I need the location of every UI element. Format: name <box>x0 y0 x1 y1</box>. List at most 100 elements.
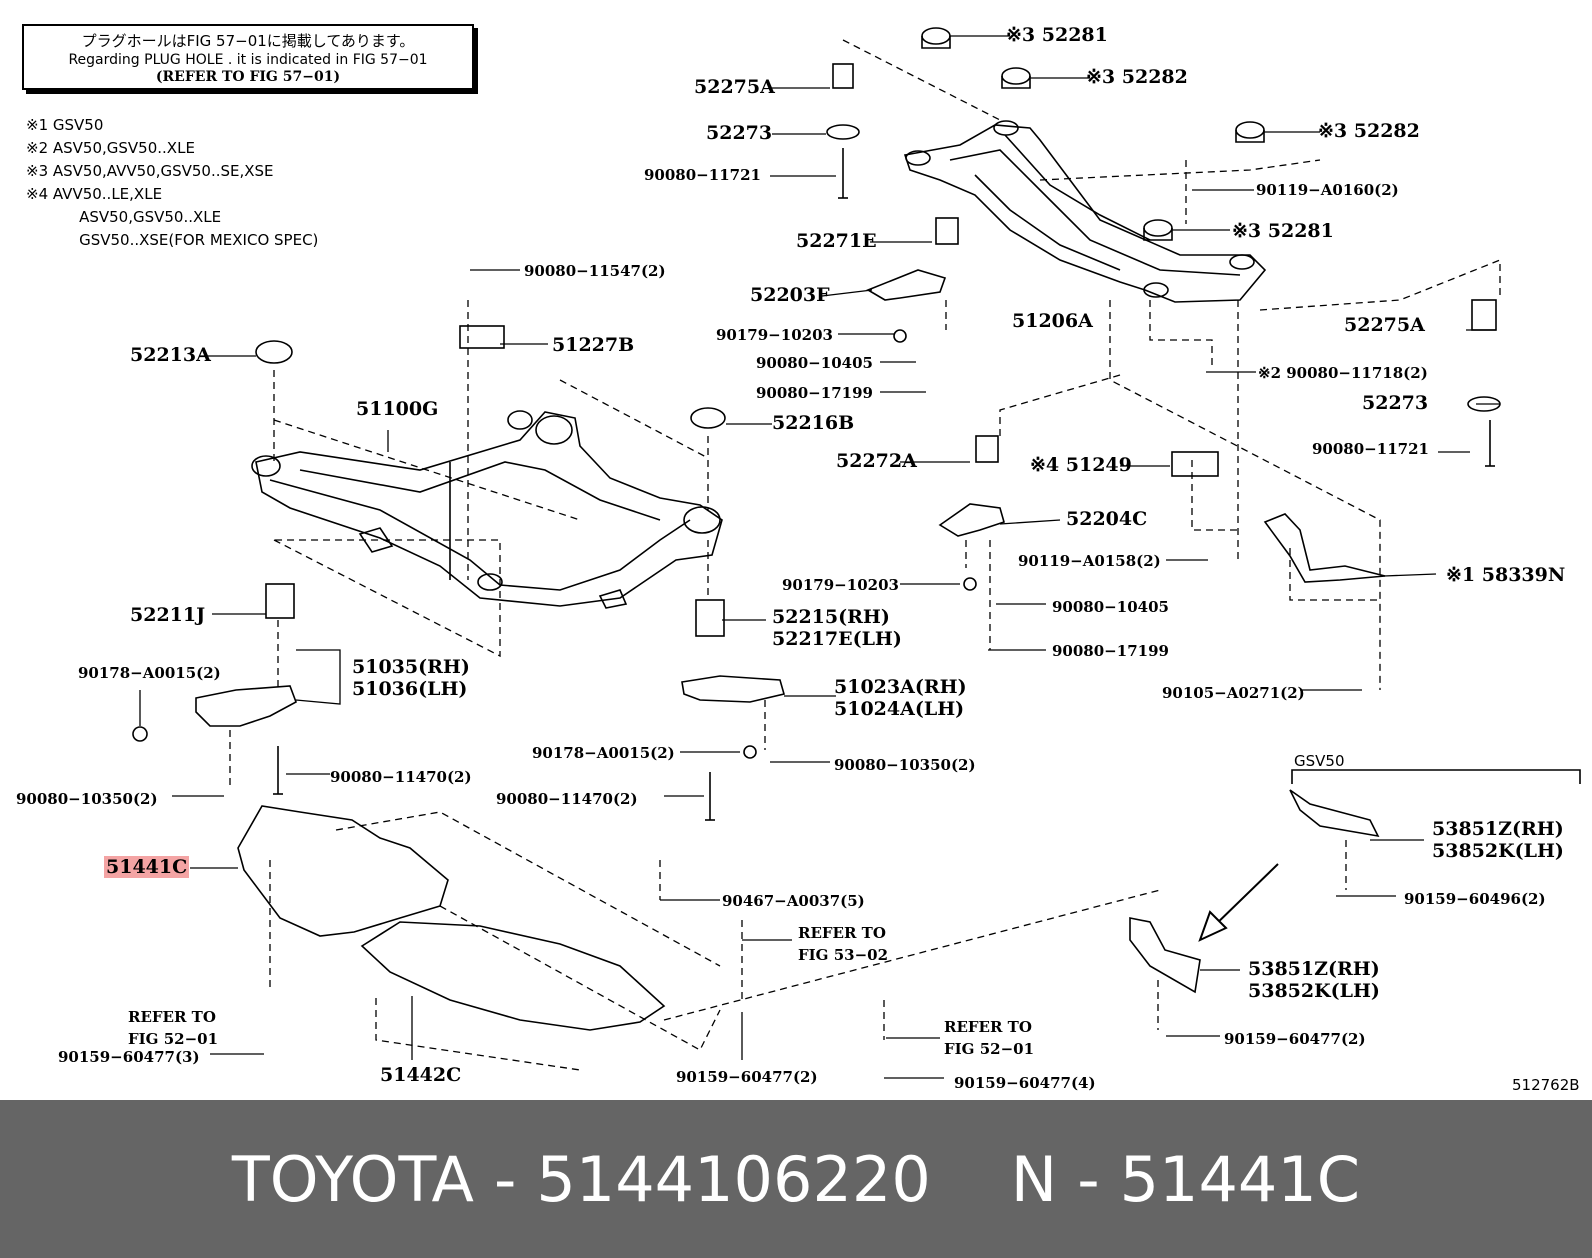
refer-text: REFER TO <box>944 1018 1032 1036</box>
part-label-51023a[interactable]: 51023A(RH) 51024A(LH) <box>834 676 967 720</box>
cover-51441c-drawing <box>237 805 449 937</box>
part-label-90179-10203-b[interactable]: 90179−10203 <box>782 576 899 594</box>
note-line-1: プラグホールはFIG 57−01に掲載してあります。 <box>81 32 415 50</box>
part-label-51035[interactable]: 51035(RH) 51036(LH) <box>352 656 470 700</box>
part-label-53851z-rh: 53851Z(RH) <box>1432 818 1564 840</box>
bracket-52203f-drawing <box>866 269 947 301</box>
part-label-52272a[interactable]: 52272A <box>836 450 917 472</box>
part-label-90080-17199-a[interactable]: 90080−17199 <box>756 384 873 402</box>
figure-code: 512762B <box>1512 1076 1580 1094</box>
n-marker: N <box>1010 1142 1058 1216</box>
part-label-90080-11718[interactable]: ※2 90080−11718(2) <box>1258 364 1428 382</box>
part-label-90159-60496[interactable]: 90159−60496(2) <box>1404 890 1546 908</box>
part-label-52273-right[interactable]: 52273 <box>1362 392 1429 414</box>
refer-fig-53-02[interactable]: REFER TO FIG 53−02 <box>798 922 888 966</box>
note-line-3: (REFER TO FIG 57−01) <box>155 69 341 85</box>
legend-item: ※2 ASV50,GSV50..XLE <box>26 139 195 157</box>
part-label-90178-a0015-b[interactable]: 90178−A0015(2) <box>532 744 675 762</box>
part-label-52203f[interactable]: 52203F <box>750 284 830 306</box>
reference-code: 51441C <box>1119 1142 1361 1216</box>
part-label-52282-top[interactable]: ※3 52282 <box>1086 66 1188 88</box>
part-label-90105-a0271[interactable]: 90105−A0271(2) <box>1162 684 1305 702</box>
part-label-90119-a0158[interactable]: 90119−A0158(2) <box>1018 552 1161 570</box>
part-label-52211j[interactable]: 52211J <box>130 604 206 626</box>
refer-text: REFER TO <box>128 1008 216 1026</box>
part-label-51035-rh: 51035(RH) <box>352 656 470 678</box>
part-label-90080-10350-b[interactable]: 90080−10350(2) <box>834 756 976 774</box>
part-label-90080-11547[interactable]: 90080−11547(2) <box>524 262 666 280</box>
part-label-51442c[interactable]: 51442C <box>380 1064 462 1086</box>
part-label-90467-a0037[interactable]: 90467−A0037(5) <box>722 892 865 910</box>
subframe-51100g-drawing <box>251 410 723 609</box>
legend-item: ※4 AVV50..LE,XLE <box>26 185 163 203</box>
part-label-90159-60477-mid[interactable]: 90159−60477(2) <box>676 1068 818 1086</box>
separator: - <box>1077 1142 1100 1216</box>
model-legend: ※1 GSV50 ※2 ASV50,GSV50..XLE ※3 ASV50,AV… <box>26 114 318 252</box>
parts-diagram: プラグホールはFIG 57−01に掲載してあります。 Regarding PLU… <box>16 24 1581 1094</box>
refer-fig-52-01-left[interactable]: REFER TO FIG 52−01 <box>128 1006 218 1050</box>
legend-item: ※3 ASV50,AVV50,GSV50..SE,XSE <box>26 162 274 180</box>
part-label-90179-10203-a[interactable]: 90179−10203 <box>716 326 833 344</box>
refer-text: REFER TO <box>798 924 886 942</box>
part-label-52275a-left[interactable]: 52275A <box>694 76 775 98</box>
part-label-90080-11470-b[interactable]: 90080−11470(2) <box>496 790 638 808</box>
part-label-51206a[interactable]: 51206A <box>1012 310 1093 332</box>
part-label-90080-17199-b[interactable]: 90080−17199 <box>1052 642 1169 660</box>
part-label-52271e[interactable]: 52271E <box>796 230 877 252</box>
part-label-52213a[interactable]: 52213A <box>130 344 211 366</box>
part-label-51249[interactable]: ※4 51249 <box>1030 454 1132 476</box>
part-label-52204c[interactable]: 52204C <box>1066 508 1148 530</box>
separator: - <box>493 1142 517 1216</box>
part-label-90080-10405-b[interactable]: 90080−10405 <box>1052 598 1169 616</box>
part-label-53851z-b[interactable]: 53851Z(RH) 53852K(LH) <box>1248 958 1380 1002</box>
gsv50-group-label: GSV50 <box>1294 752 1345 770</box>
part-label-52215-rh: 52215(RH) <box>772 606 890 628</box>
legend-item: GSV50..XSE(FOR MEXICO SPEC) <box>60 231 319 249</box>
legend-item: ※1 GSV50 <box>26 116 104 134</box>
part-label-51024a-lh: 51024A(LH) <box>834 698 965 720</box>
part-label-51100g[interactable]: 51100G <box>356 398 439 420</box>
bracket-51035-drawing <box>195 685 297 727</box>
part-label-90119-a0160[interactable]: 90119−A0160(2) <box>1256 181 1399 199</box>
refer-fig-52-01-right[interactable]: REFER TO FIG 52−01 <box>944 1016 1034 1060</box>
part-label-90159-60477-4[interactable]: 90159−60477(4) <box>954 1074 1096 1092</box>
part-label-51036-lh: 51036(LH) <box>352 678 468 700</box>
part-label-90080-11721-left[interactable]: 90080−11721 <box>644 166 761 184</box>
part-label-53852k-lh: 53852K(LH) <box>1248 980 1380 1002</box>
part-label-51441c-highlighted[interactable]: 51441C <box>104 856 190 878</box>
part-label-90159-60477-right[interactable]: 90159−60477(2) <box>1224 1030 1366 1048</box>
part-label-52275a-right[interactable]: 52275A <box>1344 314 1425 336</box>
part-label-52215[interactable]: 52215(RH) 52217E(LH) <box>772 606 902 650</box>
cover-51442c-drawing <box>360 921 666 1031</box>
part-label-90080-11470-a[interactable]: 90080−11470(2) <box>330 768 472 786</box>
part-label-90080-10350-a[interactable]: 90080−10350(2) <box>16 790 158 808</box>
plug-hole-note: プラグホールはFIG 57−01に掲載してあります。 Regarding PLU… <box>22 24 474 90</box>
part-label-52281-top[interactable]: ※3 52281 <box>1006 24 1108 46</box>
part-label-58339n[interactable]: ※1 58339N <box>1446 564 1566 586</box>
part-label-90080-10405-a[interactable]: 90080−10405 <box>756 354 873 372</box>
part-label-90159-60477-left[interactable]: 90159−60477(3) <box>58 1048 200 1066</box>
part-label-51227b[interactable]: 51227B <box>552 334 635 356</box>
crossmember-51206a-drawing <box>903 120 1267 303</box>
part-label-52217e-lh: 52217E(LH) <box>772 628 902 650</box>
refer-fig: FIG 53−02 <box>798 946 889 964</box>
refer-fig: FIG 52−01 <box>944 1040 1035 1058</box>
brand-name: TOYOTA <box>231 1142 474 1216</box>
diagram-drawing <box>132 27 1581 1079</box>
part-number-footer: TOYOTA - 5144106220 N - 51441C <box>0 1100 1592 1258</box>
part-label-51023a-rh: 51023A(RH) <box>834 676 967 698</box>
part-label-52273-left[interactable]: 52273 <box>706 122 773 144</box>
part-label-90080-11721-right[interactable]: 90080−11721 <box>1312 440 1429 458</box>
part-label-52281-right[interactable]: ※3 52281 <box>1232 220 1334 242</box>
part-label-53852k-lh: 53852K(LH) <box>1432 840 1564 862</box>
bracket-51023a-drawing <box>681 675 785 703</box>
part-label-52216b[interactable]: 52216B <box>772 412 855 434</box>
bracket-53851z-b-drawing <box>1129 917 1201 994</box>
part-label-53851z-a[interactable]: 53851Z(RH) 53852K(LH) <box>1432 818 1564 862</box>
mount-drawings <box>132 27 1501 821</box>
part-label-90178-a0015-a[interactable]: 90178−A0015(2) <box>78 664 221 682</box>
bracket-53851z-a-drawing <box>1289 789 1380 838</box>
part-label-52282-right[interactable]: ※3 52282 <box>1318 120 1420 142</box>
refer-fig: FIG 52−01 <box>128 1030 219 1048</box>
legend-item: ASV50,GSV50..XLE <box>60 208 222 226</box>
